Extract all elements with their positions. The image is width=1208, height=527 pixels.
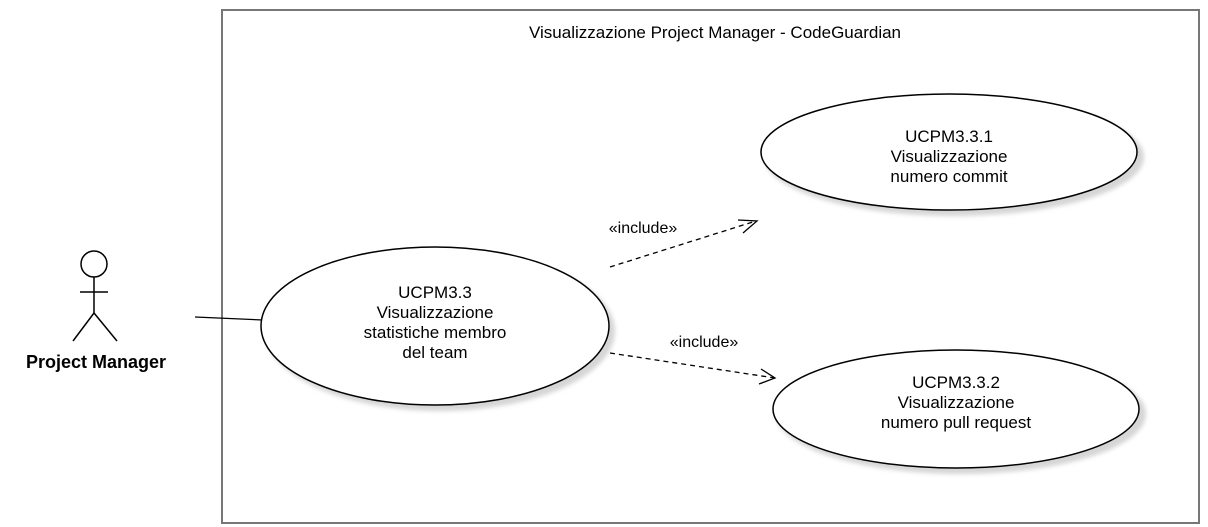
actor-label: Project Manager [26,352,166,372]
include-relation-pull-request: «include» [609,334,777,385]
stick-figure-icon [72,250,118,342]
use-case-line: Visualizzazione [898,393,1015,412]
include-label: «include» [670,334,739,351]
use-case-line: numero commit [890,167,1007,186]
arrowhead-icon [758,368,777,385]
system-title: Visualizzazione Project Manager - CodeGu… [529,23,901,42]
arrowhead-icon [737,219,759,234]
actor-project-manager: Project Manager [26,250,166,372]
use-case-line: numero pull request [881,413,1032,432]
use-case-line: Visualizzazione [377,303,494,322]
use-case-line: del team [402,343,467,362]
use-case-id: UCPM3.3.1 [905,127,993,146]
use-case-line: Visualizzazione [891,147,1008,166]
include-label: «include» [609,220,678,237]
use-case-line: statistiche membro [364,323,507,342]
use-case-ucpm3-3: UCPM3.3 Visualizzazione statistiche memb… [260,246,615,411]
association-line [194,316,264,321]
use-case-id: UCPM3.3 [398,283,472,302]
use-case-ucpm3-3-1: UCPM3.3.1 Visualizzazione numero commit [760,93,1144,216]
use-case-id: UCPM3.3.2 [912,373,1000,392]
include-relation-commit: «include» [609,219,759,268]
system-boundary [221,9,1200,524]
use-case-ucpm3-3-2: UCPM3.3.2 Visualizzazione numero pull re… [772,349,1146,474]
